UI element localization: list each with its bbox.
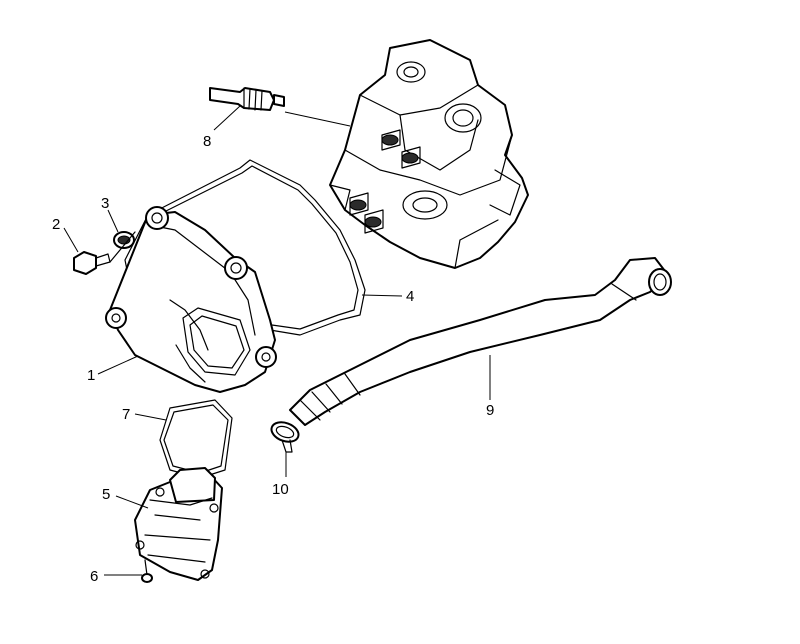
cylinder-head: [329, 39, 529, 269]
bolt-washer: [73, 231, 136, 275]
callout-1: 1: [87, 367, 95, 384]
breather-hose: [289, 257, 672, 426]
leader-lines: [63, 105, 491, 576]
callout-6: 6: [90, 568, 98, 585]
spark-plug: [209, 87, 285, 111]
callout-7: 7: [122, 406, 130, 423]
callout-9: 9: [486, 402, 494, 419]
hose-clamp: [270, 421, 300, 453]
callout-10: 10: [272, 481, 289, 498]
screw: [141, 559, 153, 583]
callout-5: 5: [102, 486, 110, 503]
separator-cover: [134, 467, 223, 581]
callout-8: 8: [203, 133, 211, 150]
callout-3: 3: [101, 195, 109, 212]
callout-4: 4: [406, 288, 414, 305]
callout-2: 2: [52, 216, 60, 233]
head-cover: [105, 206, 277, 393]
seal-ring: [159, 399, 233, 479]
